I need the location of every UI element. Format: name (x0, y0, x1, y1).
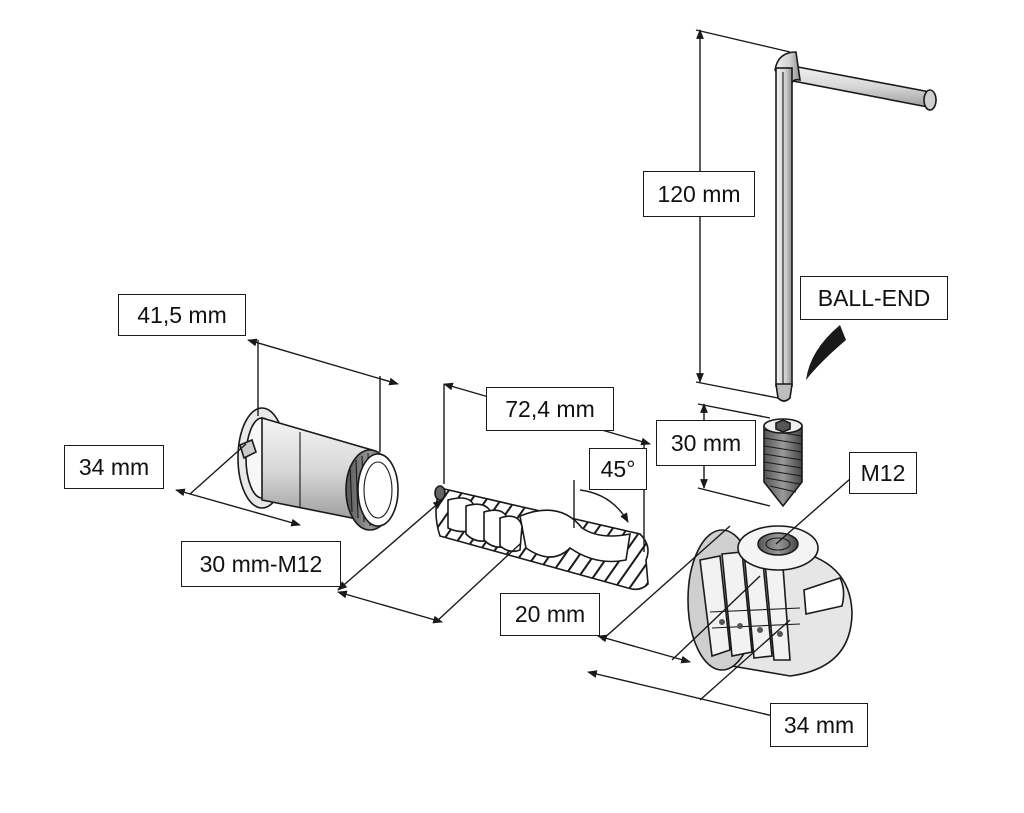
label-120-mm: 120 mm (643, 171, 755, 217)
cross-dowel-nut-drawing (687, 525, 853, 677)
label-45-deg: 45° (589, 448, 647, 490)
label-34-mm-bottom: 34 mm (770, 703, 868, 747)
label-ball-end: BALL-END (800, 276, 948, 320)
threaded-bushing-drawing (237, 407, 399, 531)
grub-screw-drawing (763, 418, 803, 508)
label-m12: M12 (849, 452, 917, 494)
cam-pin-cutaway-drawing (434, 485, 649, 591)
label-72-4-mm: 72,4 mm (486, 387, 614, 431)
label-20-mm: 20 mm (500, 593, 600, 636)
ball-end-hex-key-drawing (774, 51, 937, 402)
label-30-mm-screw: 30 mm (656, 420, 756, 466)
label-30-mm-m12: 30 mm-M12 (181, 541, 341, 587)
label-34-mm-left: 34 mm (64, 445, 164, 489)
label-41-5-mm: 41,5 mm (118, 294, 246, 336)
